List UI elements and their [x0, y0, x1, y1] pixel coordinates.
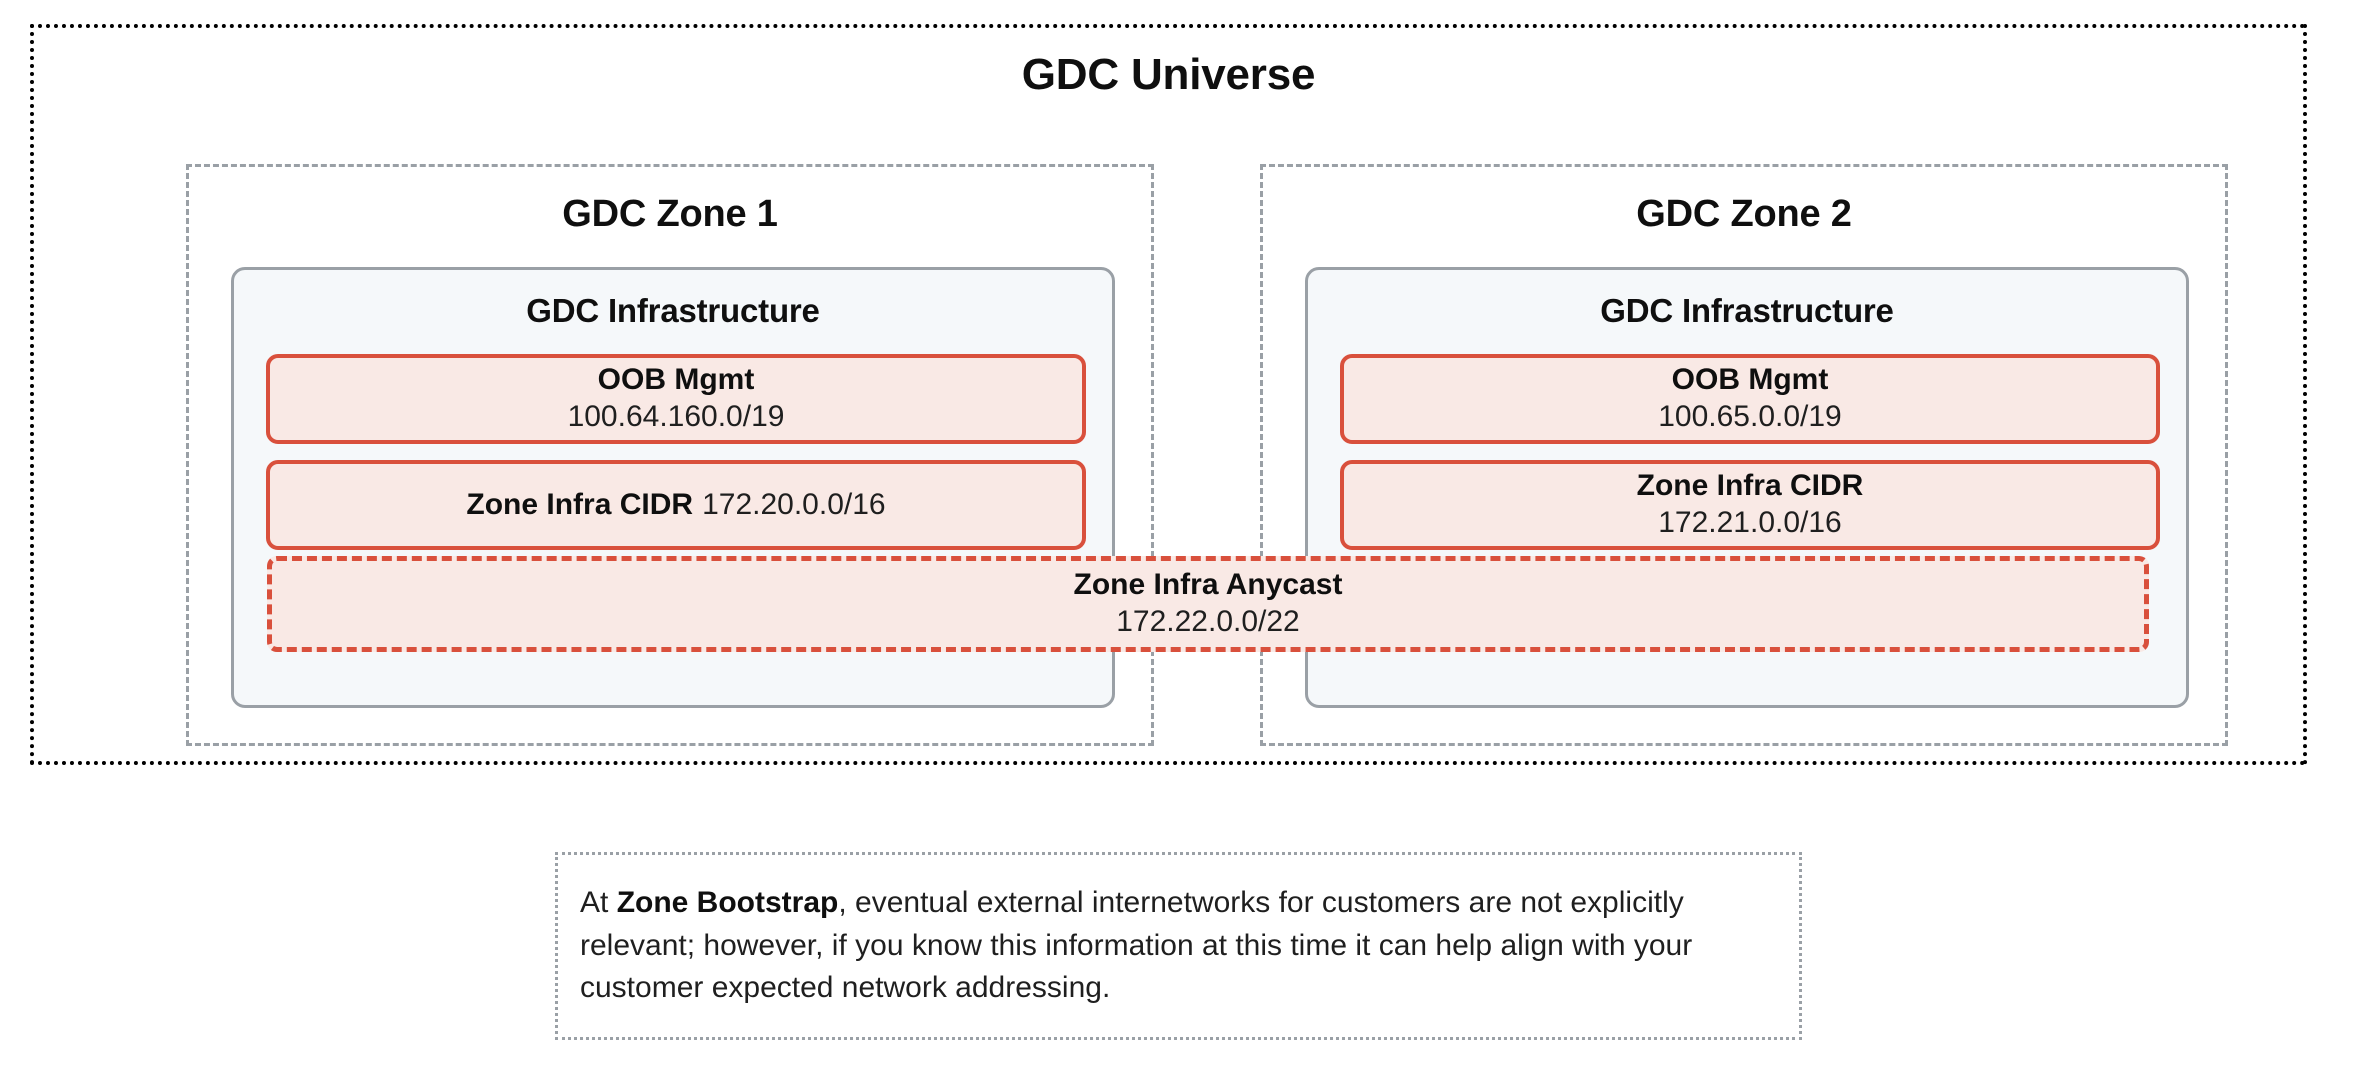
- universe-title: GDC Universe: [1021, 50, 1316, 99]
- zone-1-infra-cidr-label: Zone Infra CIDR: [466, 488, 694, 522]
- zone-1-title: GDC Zone 1: [562, 193, 778, 235]
- zone-1-infra-cidr-inline: Zone Infra CIDR 172.20.0.0/16: [466, 486, 885, 524]
- zone-2-infrastructure-title: GDC Infrastructure: [1600, 292, 1894, 329]
- bootstrap-note-box: At Zone Bootstrap, eventual external int…: [555, 852, 1802, 1040]
- zone-infra-anycast-block: Zone Infra Anycast 172.22.0.0/22: [267, 556, 2149, 652]
- zone-1-infra-cidr-value: 172.20.0.0/16: [702, 488, 886, 522]
- zone-2-oob-mgmt-value: 100.65.0.0/19: [1658, 400, 1842, 434]
- zone-2-oob-mgmt-label: OOB Mgmt: [1671, 363, 1829, 397]
- zone-infra-anycast-value: 172.22.0.0/22: [1116, 605, 1300, 639]
- zone-1-oob-mgmt-value: 100.64.160.0/19: [567, 400, 785, 434]
- zone-2-infra-cidr-block: Zone Infra CIDR 172.21.0.0/16: [1340, 460, 2160, 550]
- zone-1-infra-cidr-block: Zone Infra CIDR 172.20.0.0/16: [266, 460, 1086, 550]
- zone-2-infra-cidr-value: 172.21.0.0/16: [1658, 506, 1842, 540]
- gdc-zone-2-container: GDC Zone 2 GDC Infrastructure OOB Mgmt 1…: [1260, 164, 2228, 746]
- bootstrap-note-text: At Zone Bootstrap, eventual external int…: [558, 882, 1799, 1010]
- zone-1-oob-mgmt-label: OOB Mgmt: [597, 363, 755, 397]
- zone-2-title: GDC Zone 2: [1636, 193, 1852, 235]
- zone-1-infrastructure-title: GDC Infrastructure: [526, 292, 820, 329]
- zone-2-oob-mgmt-block: OOB Mgmt 100.65.0.0/19: [1340, 354, 2160, 444]
- zone-2-infra-cidr-label: Zone Infra CIDR: [1636, 469, 1864, 503]
- note-rest: , eventual external internetworks for cu…: [580, 886, 1693, 1005]
- gdc-zone-1-container: GDC Zone 1 GDC Infrastructure OOB Mgmt 1…: [186, 164, 1154, 746]
- zone-infra-anycast-label: Zone Infra Anycast: [1073, 568, 1343, 602]
- zone-1-oob-mgmt-block: OOB Mgmt 100.64.160.0/19: [266, 354, 1086, 444]
- note-lead: At: [580, 886, 617, 920]
- gdc-universe-container: GDC Universe GDC Zone 1 GDC Infrastructu…: [30, 24, 2307, 765]
- note-bold-term: Zone Bootstrap: [616, 886, 839, 920]
